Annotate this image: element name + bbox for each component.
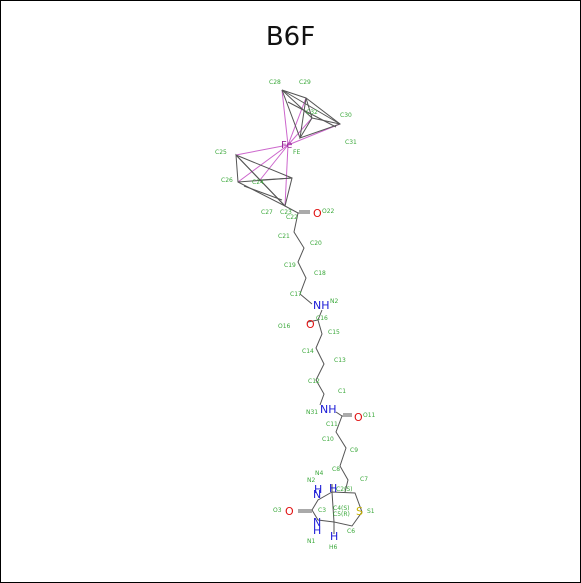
label-c18: C18 (314, 270, 326, 277)
label-c16: C16 (316, 315, 328, 322)
n31-atom: NH (320, 403, 337, 416)
label-c24: C24 (252, 179, 264, 186)
label-c20: C20 (310, 240, 322, 247)
upper-cp-ring (281, 89, 342, 139)
label-c8: C8 (332, 466, 340, 473)
label-fe: FE (293, 149, 300, 156)
label-c32: C32 (306, 109, 318, 116)
label-o16: O16 (278, 323, 291, 330)
label-c1: C1 (338, 388, 346, 395)
label-c26: C26 (221, 177, 233, 184)
label-c21: C21 (278, 233, 290, 240)
label-c19: C19 (284, 262, 296, 269)
s1-atom: S (356, 505, 363, 518)
o22-atom: O (313, 207, 322, 220)
label-c3: C3 (318, 507, 326, 514)
label-c15: C15 (328, 329, 340, 336)
label-c25: C25 (215, 149, 227, 156)
n2-atom: NH (313, 299, 330, 312)
label-c2s: C2(S) (336, 486, 353, 493)
n4-h: H (314, 483, 322, 496)
label-c14: C14 (302, 348, 314, 355)
label-n2: N2 (330, 298, 338, 305)
label-h6: H6 (329, 544, 338, 551)
label-c29: C29 (299, 79, 311, 86)
label-o3: O3 (273, 507, 282, 514)
molecule-title: B6F (265, 22, 316, 52)
label-c28: C28 (269, 79, 281, 86)
label-c27: C27 (261, 209, 273, 216)
label-c11: C11 (326, 421, 338, 428)
label-c7: C7 (360, 476, 368, 483)
label-n1: N1 (307, 538, 315, 545)
fe-atom: Fe (281, 140, 292, 151)
n1-atom: N (313, 516, 321, 529)
o3-atom: O (285, 505, 294, 518)
c2-h: H (329, 482, 337, 495)
biotin-core (298, 484, 363, 534)
label-n4: N4 (315, 470, 323, 477)
label-c13: C13 (334, 357, 346, 364)
label-c30: C30 (340, 112, 352, 119)
n1-h: H (313, 524, 321, 537)
c4-h: H (330, 530, 338, 543)
label-n31: N31 (306, 409, 318, 416)
label-c5r: C5(R) (333, 511, 350, 518)
main-chain (284, 205, 352, 493)
label-c23: C23 (280, 209, 292, 216)
label-o11: O11 (363, 412, 376, 419)
o11-atom: O (354, 411, 363, 424)
label-s1: S1 (367, 508, 375, 515)
n4-atom: N (313, 488, 321, 501)
label-o22: O22 (322, 208, 335, 215)
label-c10: C10 (322, 436, 334, 443)
label-c22: C22 (286, 214, 298, 221)
lower-cp-ring (235, 153, 293, 207)
atom-name-labels: C28 C29 C32 C30 C31 FE C25 C26 C24 C27 C… (215, 79, 376, 551)
label-c17: C17 (290, 291, 302, 298)
label-c4s: C4(S) (333, 505, 350, 512)
label-n2b: N2 (307, 477, 315, 484)
o16-atom: O (306, 318, 315, 331)
label-c9: C9 (350, 447, 358, 454)
label-c31: C31 (345, 139, 357, 146)
label-c6: C6 (347, 528, 355, 535)
label-c12: C12 (308, 378, 320, 385)
